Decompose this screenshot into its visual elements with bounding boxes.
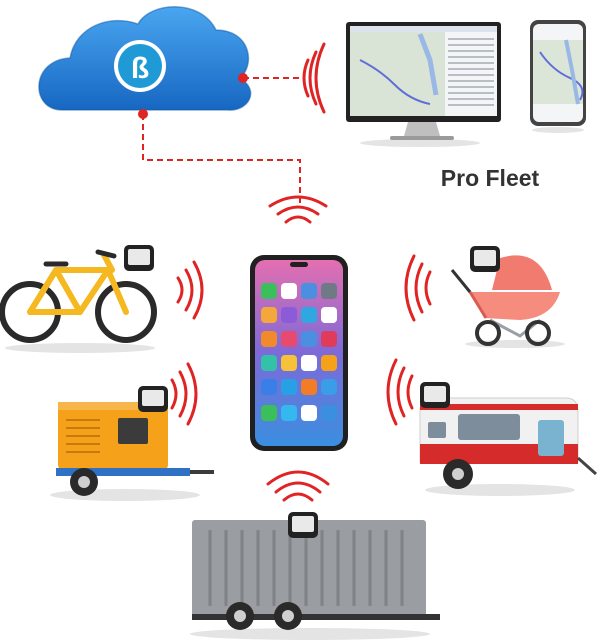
tracker-icon [138,386,168,412]
tracker-icon [470,246,500,272]
signal-waves [170,42,432,502]
cloud: ß [38,6,252,111]
connector-dot [238,73,248,83]
generator-icon [56,402,214,496]
smartphone [250,255,348,451]
tracker-icon [124,245,154,271]
bicycle-icon [0,249,157,343]
caravan-icon [419,397,597,489]
monitor-icon [346,22,501,140]
cloud-connectors [142,77,302,205]
svg-text:ß: ß [131,52,149,85]
connector-dot [138,109,148,119]
product-label: Pro Fleet [441,165,540,191]
app-grid [261,283,337,421]
brand-logo-icon: ß [114,40,166,92]
cargo-trailer-icon [192,520,440,630]
phone-icon [530,20,586,126]
stroller-icon [450,255,560,346]
tracker-icon [288,512,318,538]
tracker-icon [420,382,450,408]
